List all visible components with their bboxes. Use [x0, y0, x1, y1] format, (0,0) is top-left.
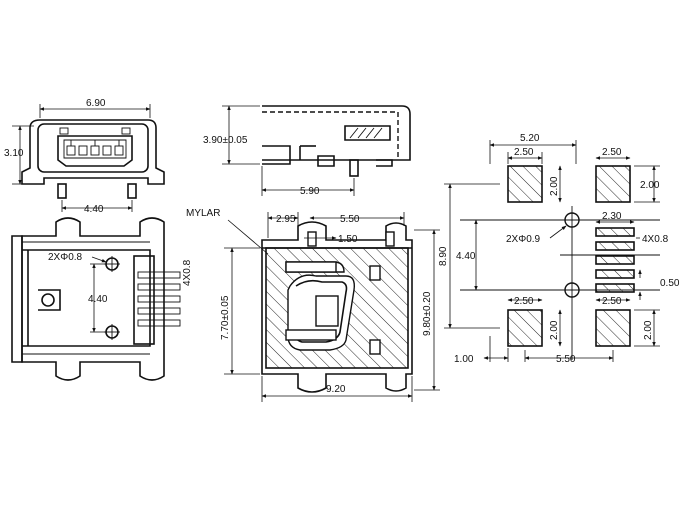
- pcb-signal-pads: [595, 227, 635, 293]
- pcb-footprint: 5.20 2.50 2.00 2.50 2.00 2.30 2XΦ0.9 4X0…: [438, 133, 680, 365]
- pcb-pad-h-br-label: 2.00: [643, 320, 654, 340]
- pcb-offset-label: 1.00: [454, 354, 474, 365]
- top-d2-label: 5.50: [340, 214, 360, 225]
- side-view: 3.90±0.05 5.90: [203, 105, 411, 197]
- bottom-pins: [137, 271, 181, 327]
- top-height-right-label: 9.80±0.20: [422, 291, 433, 336]
- pcb-pad-w-tr-label: 2.50: [602, 147, 622, 158]
- pcb-pin-len-label: 2.30: [602, 211, 622, 222]
- front-view: 6.90 3.10 4.40: [4, 98, 165, 215]
- side-length-label: 5.90: [300, 186, 320, 197]
- mylar-label: MYLAR: [186, 208, 220, 219]
- bottom-span-label: 4.40: [88, 294, 108, 305]
- side-height-label: 3.90±0.05: [203, 135, 248, 146]
- pcb-pins-label: 4X0.8: [642, 234, 669, 245]
- pcb-v-mid-label: 4.40: [456, 251, 476, 262]
- pcb-pad-h-tr-label: 2.00: [640, 180, 660, 191]
- top-d3-label: 1.50: [338, 234, 358, 245]
- bottom-hole-label: 2XΦ0.8: [48, 252, 83, 263]
- pad-top-left: [507, 165, 543, 203]
- front-pins: [66, 140, 124, 156]
- top-width-label: 9.20: [326, 384, 346, 395]
- bottom-view: 2XΦ0.8 4.40 4X0.8: [11, 217, 193, 381]
- pcb-w1-label: 5.20: [520, 133, 540, 144]
- pcb-pitch-label: 0.50: [660, 278, 680, 289]
- bottom-pins-label: 4X0.8: [182, 259, 193, 286]
- top-view: MYLAR 2.95 5.50 1.50 7.70±0.05 9.80±0.20…: [186, 208, 440, 402]
- pad-top-right: [595, 165, 631, 203]
- pcb-hole-label: 2XΦ0.9: [506, 234, 541, 245]
- top-height-left-label: 7.70±0.05: [220, 295, 231, 340]
- pcb-pad-h-label: 2.00: [549, 176, 560, 196]
- pcb-pad-w-br-label: 2.50: [602, 296, 622, 307]
- pcb-v-total-label: 8.90: [438, 246, 449, 266]
- pad-bottom-left: [507, 309, 543, 347]
- front-height-label: 3.10: [4, 148, 24, 159]
- pcb-pad-h-bl-label: 2.00: [549, 320, 560, 340]
- front-pin-span-label: 4.40: [84, 204, 104, 215]
- pcb-pad-w-label: 2.50: [514, 147, 534, 158]
- top-d1-label: 2.95: [276, 214, 296, 225]
- front-width-label: 6.90: [86, 98, 106, 109]
- pad-bottom-right: [595, 309, 631, 347]
- pcb-pad-w-bl-label: 2.50: [514, 296, 534, 307]
- pcb-span-label: 5.50: [556, 354, 576, 365]
